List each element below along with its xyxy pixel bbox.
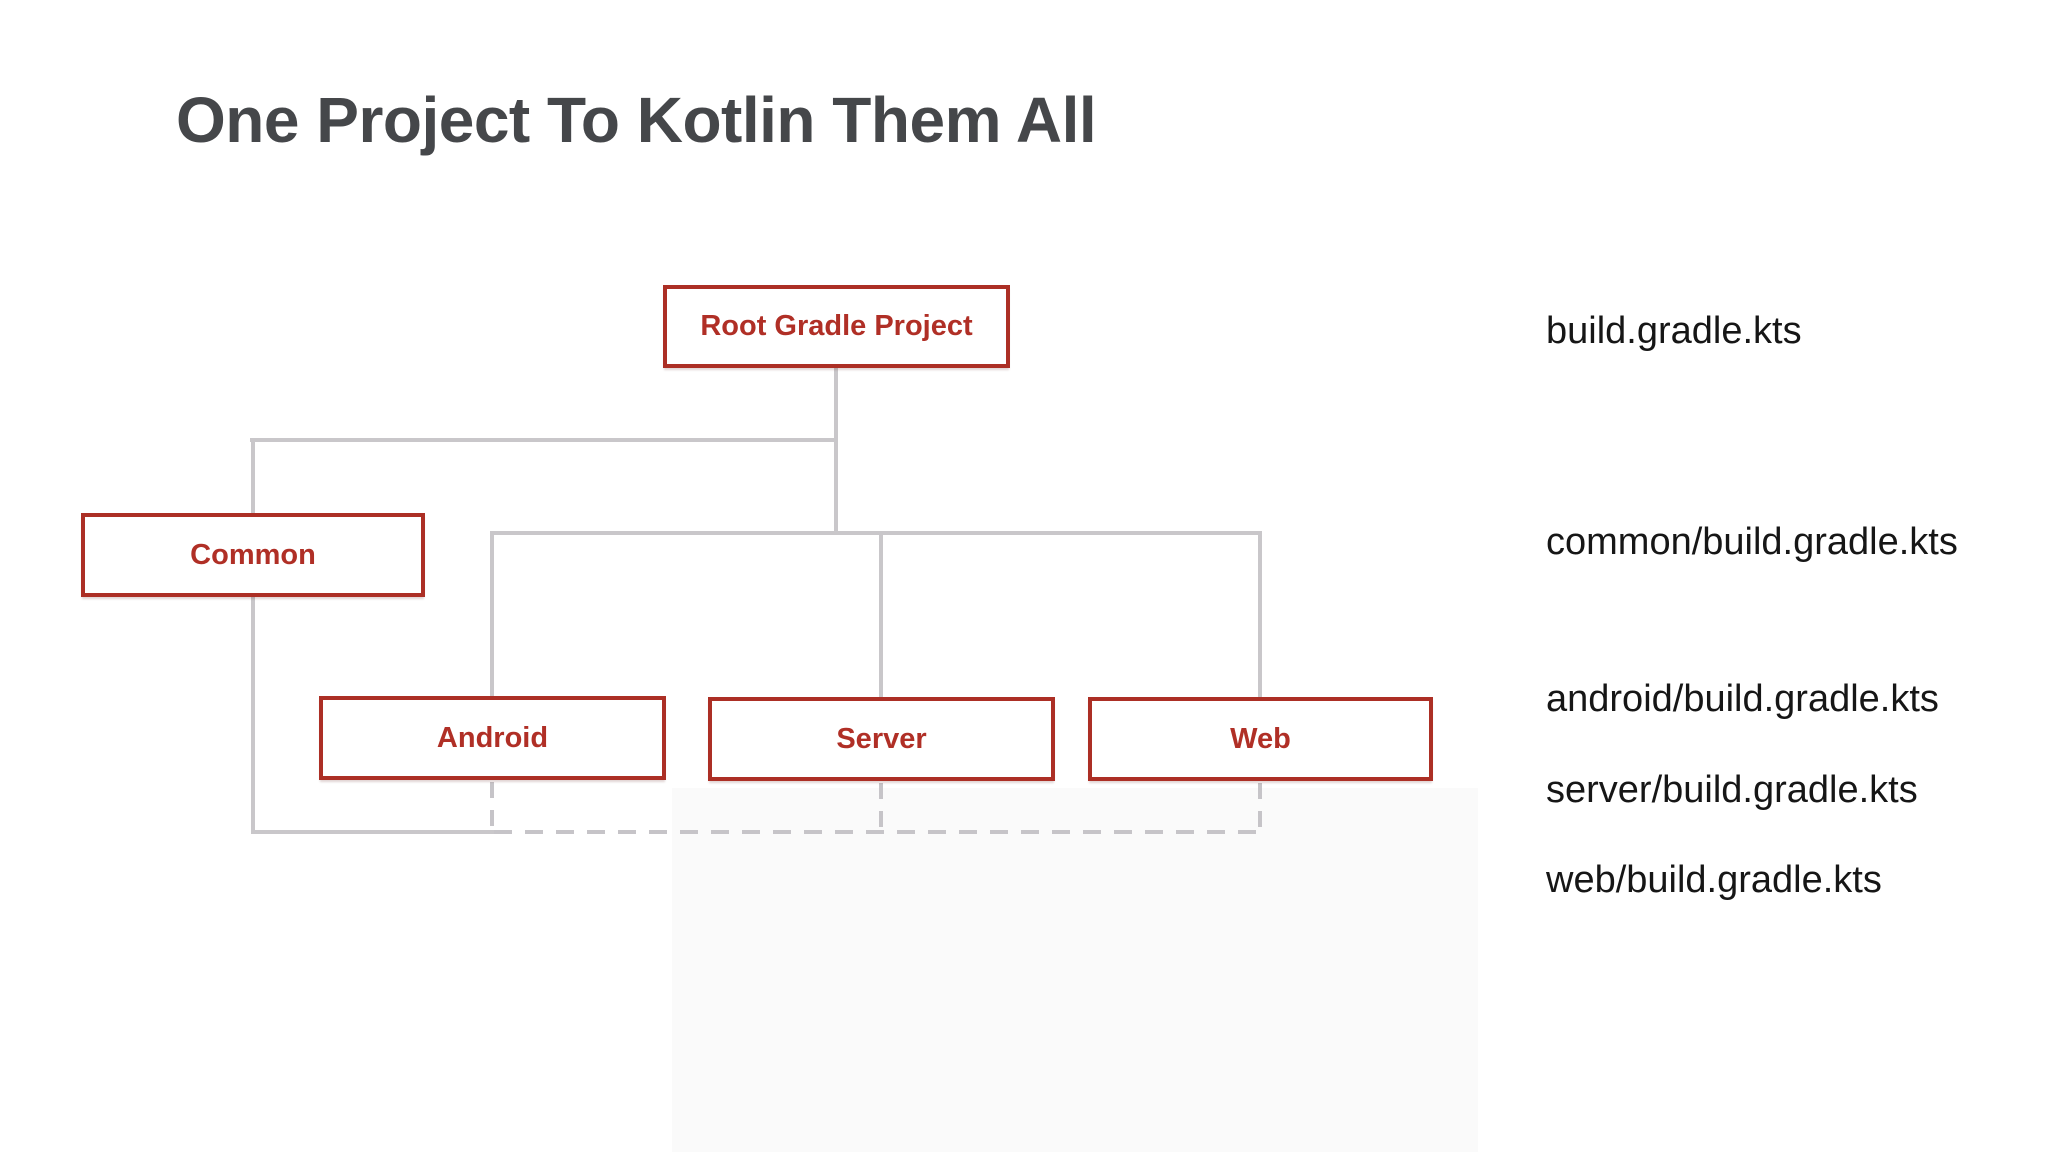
page-title: One Project To Kotlin Them All — [176, 84, 1097, 156]
node-android: Android — [319, 696, 666, 780]
edge-bottom-dashed — [494, 830, 1262, 834]
edge-bottom-solid — [251, 830, 494, 834]
edge-rail-upper — [250, 438, 838, 442]
background-tint — [672, 788, 1478, 1152]
node-server: Server — [708, 697, 1055, 781]
file-label-server-build-gradle: server/build.gradle.kts — [1546, 769, 1918, 811]
edge-common-down — [251, 597, 255, 834]
edge-common-drop — [251, 440, 255, 515]
edge-rail-lower — [490, 531, 1262, 535]
edge-web-drop — [1258, 533, 1262, 698]
file-label-root-build-gradle: build.gradle.kts — [1546, 310, 1802, 352]
file-label-web-build-gradle: web/build.gradle.kts — [1546, 859, 1882, 901]
edge-server-drop — [879, 533, 883, 698]
node-common-label: Common — [190, 538, 316, 571]
edge-root-stem — [834, 368, 838, 442]
node-root-gradle-project: Root Gradle Project — [663, 285, 1010, 368]
edge-server-dashed-stub — [879, 783, 883, 830]
node-web-label: Web — [1230, 722, 1291, 755]
node-android-label: Android — [436, 721, 549, 754]
edge-root-stem-lower — [834, 440, 838, 535]
file-label-common-build-gradle: common/build.gradle.kts — [1546, 521, 1958, 563]
node-common: Common — [81, 513, 425, 597]
node-web: Web — [1088, 697, 1433, 781]
node-root-label: Root Gradle Project — [700, 310, 973, 342]
edge-android-drop — [490, 533, 494, 698]
edge-android-dashed-stub — [490, 782, 494, 830]
node-server-label: Server — [836, 722, 927, 755]
file-label-android-build-gradle: android/build.gradle.kts — [1546, 678, 1939, 720]
edge-web-dashed-stub — [1258, 783, 1262, 830]
